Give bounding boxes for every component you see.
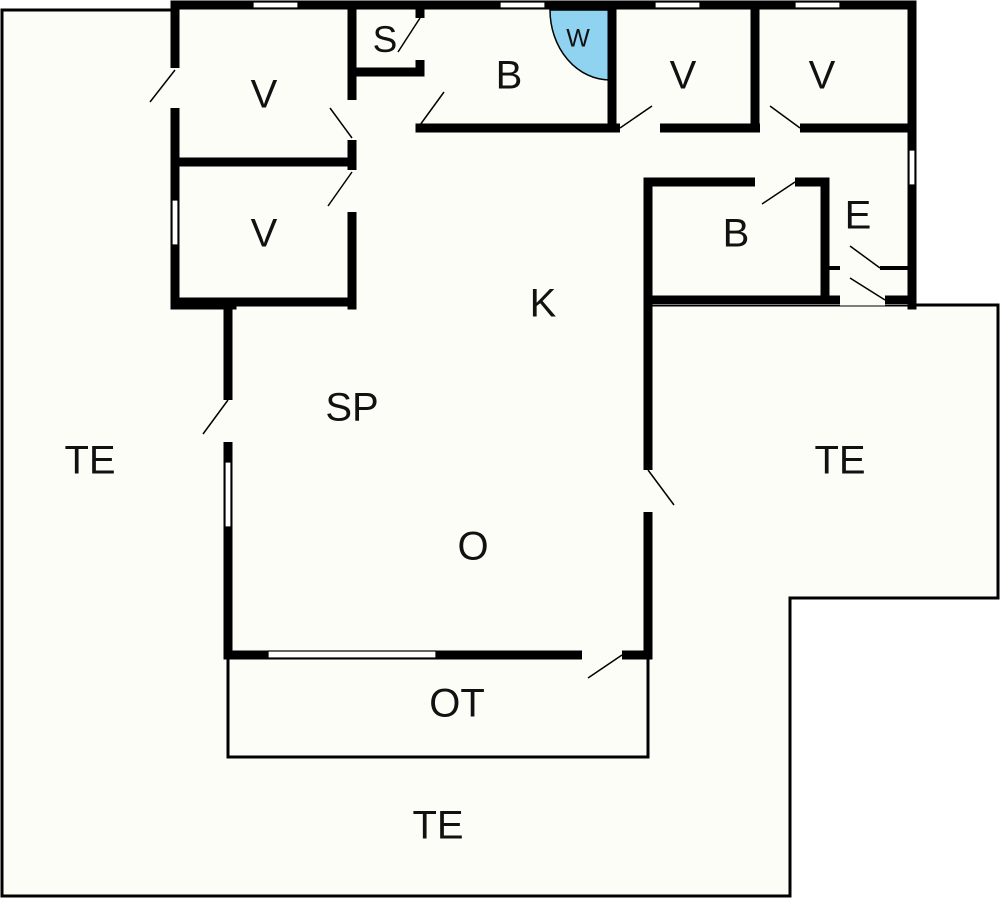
room-label-o: O	[457, 525, 488, 569]
room-label-s: S	[373, 19, 398, 60]
terrace-label-bottom: TE	[412, 804, 463, 848]
interior-floor	[175, 5, 912, 655]
room-label-e: E	[845, 194, 872, 238]
room-label-sp: SP	[325, 386, 378, 430]
terrace-label-left: TE	[64, 439, 115, 483]
terrace-label-right: TE	[814, 439, 865, 483]
room-label-v4: V	[809, 54, 836, 98]
room-label-v2: V	[251, 212, 278, 256]
interior-walls	[170, 5, 915, 310]
room-label-ot: OT	[429, 682, 485, 726]
room-label-v1: V	[251, 73, 278, 117]
washer-label: W	[566, 25, 590, 53]
room-label-b2: B	[723, 212, 750, 256]
windows	[171, 1, 916, 659]
door-leaves	[149, 17, 886, 679]
door-openings	[169, 18, 885, 661]
room-label-k: K	[530, 282, 557, 326]
room-label-b1: B	[496, 54, 523, 98]
room-label-v3: V	[670, 54, 697, 98]
